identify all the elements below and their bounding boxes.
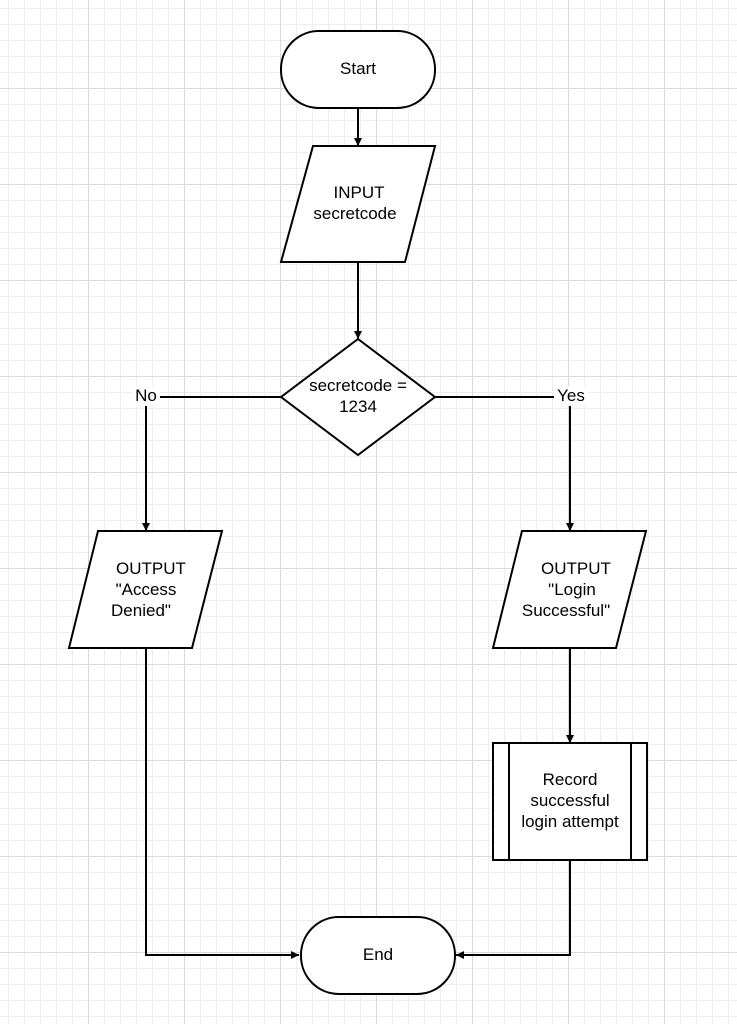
decision-node: secretcode = 1234 [279, 337, 437, 457]
edge-label-yes-bg [554, 386, 588, 406]
output-success-line-1: OUTPUT [541, 559, 611, 578]
edge-label-yes: Yes [557, 386, 585, 405]
edge-denied-to-end [145, 648, 299, 959]
end-node: End [300, 916, 456, 995]
edge-decision-yes [435, 396, 574, 531]
record-label-line-3: login attempt [521, 812, 619, 831]
edge-decision-no [142, 396, 281, 531]
start-label: Start [340, 59, 376, 78]
record-process-node: Record successful login attempt [492, 742, 648, 861]
record-label-line-1: Record [543, 770, 598, 789]
input-label-line-1: INPUT [334, 183, 385, 202]
end-label: End [363, 945, 393, 964]
output-denied-line-3: Denied" [111, 601, 171, 620]
output-success-line-3: Successful" [522, 601, 610, 620]
input-node: INPUT secretcode [279, 145, 437, 263]
output-success-node: OUTPUT "Login Successful" [491, 530, 648, 649]
decision-label-line-1: secretcode = [309, 376, 407, 395]
output-denied-line-2: "Access [116, 580, 177, 599]
output-success-line-2: "Login [548, 580, 596, 599]
output-denied-node: OUTPUT "Access Denied" [67, 530, 224, 649]
output-denied-line-1: OUTPUT [116, 559, 186, 578]
record-label-line-2: successful [530, 791, 609, 810]
input-label-line-2: secretcode [313, 204, 396, 223]
start-node: Start [280, 30, 436, 109]
edge-record-to-end [456, 860, 571, 959]
edge-label-no: No [135, 386, 157, 405]
decision-label-line-2: 1234 [339, 397, 377, 416]
edge-label-no-bg [132, 386, 160, 406]
